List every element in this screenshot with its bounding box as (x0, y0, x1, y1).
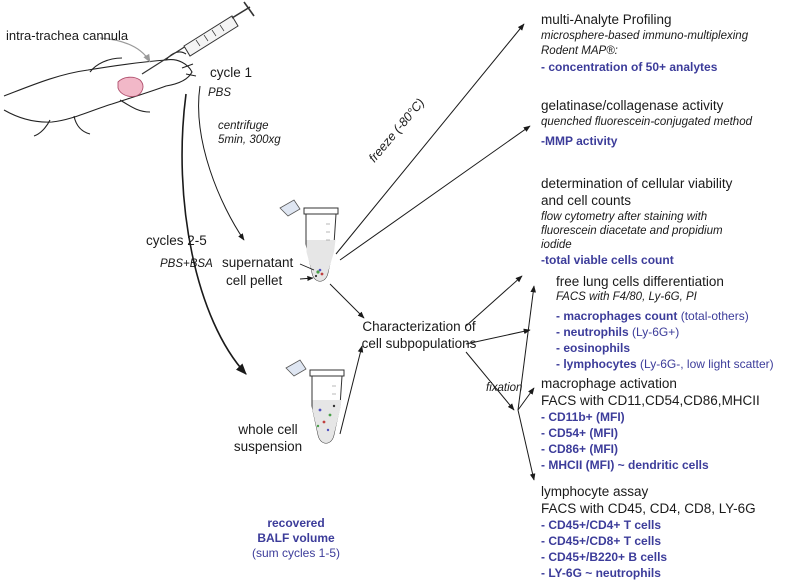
arrow-to-map (335, 23, 525, 255)
centrifuge-label: centrifuge (218, 120, 269, 132)
pbs-label: PBS (208, 87, 232, 99)
viability-method-1: flow cytometry after staining with (541, 211, 708, 223)
pellet-pointer (299, 275, 314, 281)
lymphocyte-title: lymphocyte assay (541, 484, 649, 499)
lymphocyte-method: FACS with CD45, CD4, CD8, LY-6G (541, 501, 756, 516)
lymphocytes-item: - lymphocytes (Ly-6G-, low light scatter… (556, 354, 774, 373)
map-result: - concentration of 50+ analytes (541, 60, 718, 74)
mmp-title: gelatinase/collagenase activity (541, 98, 724, 113)
viability-title: determination of cellular viability (541, 176, 733, 191)
cd86-item: - CD86+ (MFI) (541, 442, 619, 456)
arrow-to-fixation-point (465, 351, 515, 411)
differentiation-title: free lung cells differentiation (556, 274, 724, 289)
pbs-bsa-label: PBS+BSA (160, 258, 213, 270)
tube-icon-whole-suspension (285, 359, 345, 444)
tube-icon-centrifuged (279, 199, 339, 282)
ly6g-item: - LY-6G ~ neutrophils (541, 566, 661, 580)
lymphocytes-label: - lymphocytes (556, 357, 637, 371)
viability-result: -total viable cells count (541, 253, 674, 267)
cd4-item: - CD45+/CD4+ T cells (541, 518, 662, 532)
mhcii-item: - MHCII (MFI) ~ dendritic cells (541, 458, 709, 472)
cycles25-arrow (181, 93, 247, 375)
cannula-pointer-arrow (99, 37, 151, 63)
cd54-item: - CD54+ (MFI) (541, 426, 619, 440)
recovered-label: recovered (267, 516, 325, 530)
map-subtitle-2: Rodent MAP®: (541, 45, 618, 57)
fixation-label: fixation (486, 382, 523, 394)
arrow-to-mmp (339, 125, 531, 261)
cd8-item: - CD45+/CD8+ T cells (541, 534, 662, 548)
syringe-icon (141, 1, 255, 75)
arrow-to-viability (465, 275, 523, 327)
neutrophils-item: - neutrophils (Ly-6G+) (556, 322, 679, 341)
cycles25-label: cycles 2-5 (146, 233, 207, 248)
arrow-pellet-to-characterization (329, 283, 365, 319)
cannula-label: intra-trachea cannula (6, 28, 129, 43)
cd11b-item: - CD11b+ (MFI) (541, 410, 625, 424)
subpopulations-label: cell subpopulations (361, 336, 477, 351)
lymphocytes-note: (Ly-6G-, low light scatter) (636, 357, 774, 371)
arrow-to-differentiation (465, 328, 531, 345)
activation-title: macrophage activation (541, 376, 677, 391)
mouse-illustration (3, 51, 197, 137)
suspension-label: suspension (233, 439, 303, 454)
cycle1-label: cycle 1 (210, 65, 253, 80)
cycle1-arrow (198, 85, 245, 241)
eosinophils-item: - eosinophils (556, 338, 630, 357)
sum-cycles-label: (sum cycles 1-5) (251, 546, 340, 560)
differentiation-method: FACS with F4/80, Ly-6G, PI (556, 291, 697, 303)
viability-title-2: and cell counts (541, 193, 632, 208)
macrophages-item: - macrophages count (total-others) (556, 306, 749, 325)
characterization-label: Characterization of (362, 319, 476, 334)
mmp-subtitle: quenched fluorescein-conjugated method (541, 116, 752, 128)
macrophages-note: (total-others) (677, 309, 749, 323)
arrow-fixation-to-activation (517, 387, 535, 411)
arrow-suspension-to-characterization (339, 345, 364, 435)
eosinophils-label: - eosinophils (556, 341, 631, 355)
lung-shape (117, 76, 144, 97)
arrow-fixation-to-differentiation (517, 285, 536, 411)
viability-method-3: iodide (541, 239, 572, 251)
viability-method-2: fluorescein diacetate and propidium (541, 225, 723, 237)
centrifuge-params: 5min, 300xg (218, 134, 281, 146)
activation-method: FACS with CD11,CD54,CD86,MHCII (541, 393, 760, 408)
map-title: multi-Analyte Profiling (541, 12, 672, 27)
macrophages-count: - macrophages count (556, 309, 678, 323)
whole-cell-label: whole cell (238, 422, 298, 437)
supernatant-label: supernatant (222, 255, 294, 270)
supernatant-pointer (299, 263, 315, 271)
neutrophils-label: - neutrophils (556, 325, 629, 339)
b220-item: - CD45+/B220+ B cells (541, 550, 668, 564)
arrow-fixation-to-lymphocyte (517, 409, 536, 481)
mmp-result: -MMP activity (541, 134, 618, 148)
balf-volume-label: BALF volume (257, 531, 335, 545)
cell-pellet-label: cell pellet (226, 273, 283, 288)
neutrophils-note: (Ly-6G+) (628, 325, 680, 339)
map-subtitle: microsphere-based immuno-multiplexing (541, 30, 749, 42)
